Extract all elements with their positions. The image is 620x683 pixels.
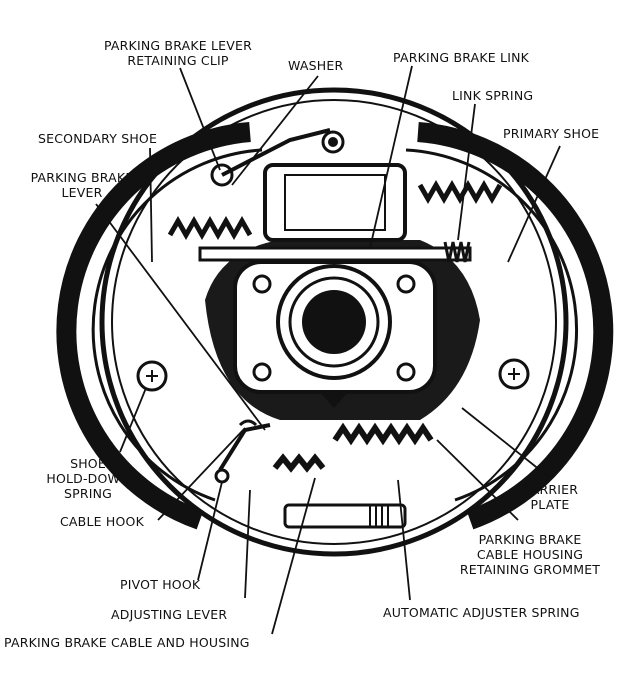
leader-washer: [231, 75, 319, 186]
leader-adjuster-spring: [397, 479, 411, 601]
automatic-adjuster-spring: [332, 422, 434, 446]
hub-tab: [318, 390, 350, 408]
label-line: PLATE: [530, 497, 570, 512]
leader-parking-brake-lever: [95, 203, 266, 431]
label-washer: WASHER: [288, 58, 344, 73]
adjuster-star-wheel: [369, 505, 389, 527]
upper-spring-right: [417, 179, 503, 205]
leader-parking-brake-link: [369, 65, 413, 249]
label-line: HOLD-DOWN: [46, 471, 130, 486]
label-line: SPRING: [63, 486, 113, 501]
label-parking-brake-cable-housing-retaining-grommet: PARKING BRAKE CABLE HOUSING RETAINING GR…: [450, 532, 610, 577]
leader-lines: [95, 65, 561, 635]
label-secondary-shoe: SECONDARY SHOE: [38, 131, 158, 146]
secondary-shoe-lining: [56, 122, 251, 530]
label-line: RETAINING CLIP: [127, 53, 229, 68]
label-cable-hook: CABLE HOOK: [60, 514, 144, 529]
stud-hole-br: [396, 362, 416, 382]
washer: [328, 137, 338, 147]
wheel-cylinder-body: [284, 174, 386, 231]
label-carrier-plate: CARRIER PLATE: [520, 482, 580, 512]
upper-spring-left: [167, 215, 253, 241]
pivot-hook: [214, 468, 230, 484]
label-line: LEVER: [61, 185, 103, 200]
leader-pivot-hook: [197, 481, 223, 581]
lower-spring-dark: [272, 453, 326, 473]
label-line: PARKING BRAKE LEVER: [103, 38, 253, 53]
label-line: CABLE HOUSING: [476, 547, 584, 562]
leader-grommet: [436, 439, 519, 521]
leader-primary-shoe: [507, 145, 561, 263]
stud-hole-bl: [252, 362, 272, 382]
leader-cable-housing: [271, 477, 316, 635]
primary-shoe-lining: [417, 122, 614, 530]
leader-retaining-clip: [179, 67, 221, 171]
label-line: PARKING BRAKE: [478, 532, 582, 547]
hold-down-spring-left-cross: [146, 370, 158, 382]
secondary-shoe-web: [91, 148, 263, 502]
label-shoe-hold-down-spring: SHOE HOLD-DOWN SPRING: [38, 456, 138, 501]
parking-brake-link: [198, 246, 472, 262]
leader-cable-hook: [157, 427, 246, 521]
label-automatic-adjuster-spring: AUTOMATIC ADJUSTER SPRING: [383, 605, 580, 620]
label-parking-brake-cable-and-housing: PARKING BRAKE CABLE AND HOUSING: [4, 635, 250, 650]
label-parking-brake-lever: PARKING BRAKE LEVER: [22, 170, 142, 200]
primary-shoe-web: [405, 148, 579, 502]
stud-hole-tl: [252, 274, 272, 294]
hub-bore: [302, 290, 366, 354]
hold-down-spring-right-cross: [508, 368, 520, 380]
leader-hold-down: [119, 387, 147, 453]
label-adjusting-lever: ADJUSTING LEVER: [111, 607, 228, 622]
cable-hook: [238, 419, 258, 427]
leader-secondary-shoe: [149, 147, 153, 263]
parking-brake-lever-arm: [221, 128, 331, 177]
label-line: PARKING BRAKE: [30, 170, 134, 185]
label-pivot-hook: PIVOT HOOK: [120, 577, 201, 592]
backing-plate-inner-rim: [111, 99, 557, 545]
label-line: RETAINING GROMMET: [459, 562, 601, 577]
label-link-spring: LINK SPRING: [452, 88, 534, 103]
leader-adjusting-lever: [244, 489, 251, 599]
label-parking-brake-link: PARKING BRAKE LINK: [393, 50, 530, 65]
leader-carrier-plate: [461, 407, 551, 479]
label-line: SHOE: [70, 456, 106, 471]
link-spring: [443, 241, 471, 263]
label-line: CARRIER: [521, 482, 579, 497]
label-primary-shoe: PRIMARY SHOE: [503, 126, 600, 141]
leader-link-spring: [457, 103, 476, 241]
stud-hole-tr: [396, 274, 416, 294]
label-parking-brake-lever-retaining-clip: PARKING BRAKE LEVER RETAINING CLIP: [98, 38, 258, 68]
